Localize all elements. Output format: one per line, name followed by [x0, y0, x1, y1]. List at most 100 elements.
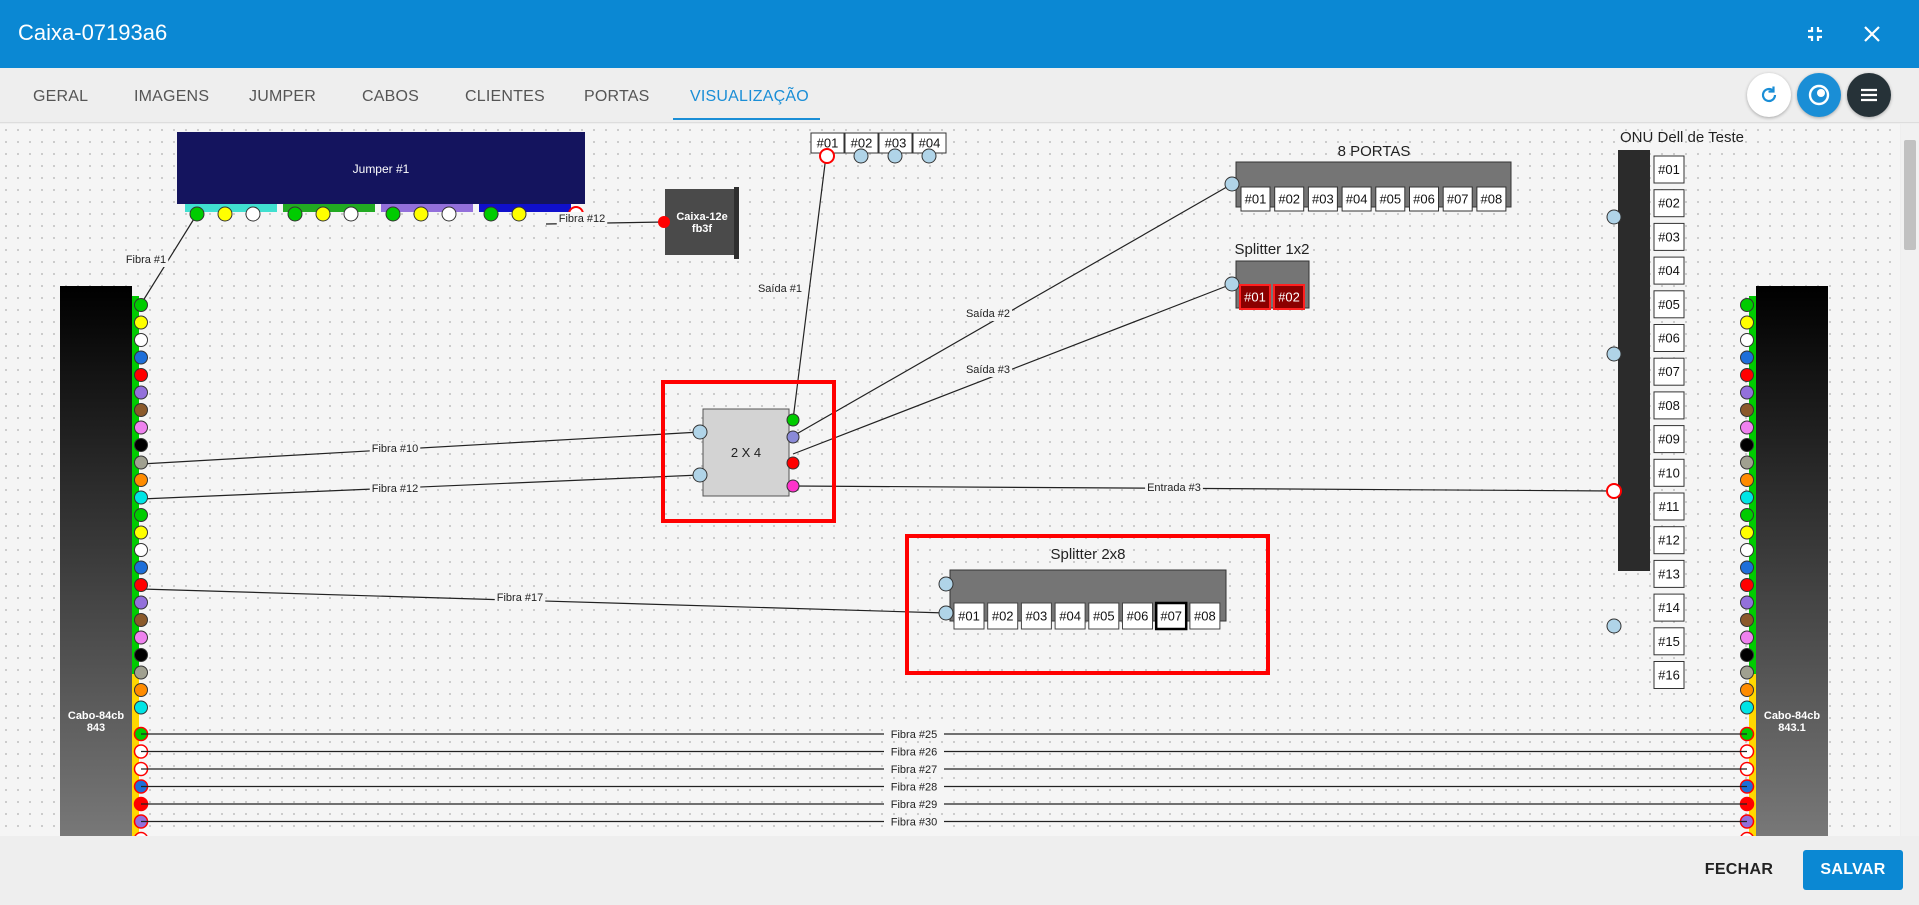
onu-port-14[interactable]: #14	[1653, 593, 1685, 622]
cable-fiber-connector[interactable]	[134, 648, 148, 662]
onu-port-11[interactable]: #11	[1653, 492, 1685, 521]
cable-fiber-connector[interactable]	[134, 368, 148, 382]
cable-fiber-connector[interactable]	[134, 420, 148, 435]
tab-portas[interactable]: PORTAS	[584, 88, 650, 105]
splitter28-port-4[interactable]: #04	[1054, 602, 1086, 630]
splitter28-port-1[interactable]: #01	[953, 602, 985, 630]
onu-port-7[interactable]: #07	[1653, 357, 1685, 386]
cable-fiber-connector[interactable]	[134, 525, 148, 540]
cable-fiber-connector[interactable]	[1740, 455, 1754, 470]
cable-fiber-connector[interactable]	[134, 490, 148, 505]
cable-right[interactable]: Cabo-84cb 843.1	[1739, 286, 1829, 836]
cable-fiber-connector[interactable]	[1740, 350, 1754, 365]
jumper-fiber-connector[interactable]	[245, 206, 261, 222]
scrollbar-thumb[interactable]	[1904, 140, 1916, 250]
onu-port-2[interactable]: #02	[1653, 189, 1685, 218]
onu-port-8[interactable]: #08	[1653, 391, 1685, 420]
tab-jumper[interactable]: JUMPER	[249, 88, 316, 105]
refresh-button[interactable]	[1747, 73, 1791, 117]
onu-port-1[interactable]: #01	[1653, 155, 1685, 184]
splitter28-port-3[interactable]: #03	[1020, 602, 1052, 630]
cable-fiber-connector[interactable]	[134, 350, 148, 365]
splitter12-port-1[interactable]: #01	[1239, 284, 1271, 310]
cable-fiber-connector[interactable]	[134, 438, 148, 452]
cable-fiber-connector[interactable]	[1740, 578, 1754, 592]
cable-fiber-connector[interactable]	[134, 385, 148, 400]
ports8-port-5[interactable]: #05	[1375, 186, 1406, 212]
save-button[interactable]: SALVAR	[1803, 850, 1903, 890]
jumper-block[interactable]: Jumper #1	[177, 132, 585, 222]
cable-fiber-connector[interactable]	[1740, 525, 1754, 540]
cable-fiber-connector[interactable]	[134, 560, 148, 575]
collapse-icon[interactable]	[1800, 19, 1830, 49]
splitter12-port-2[interactable]: #02	[1273, 284, 1305, 310]
cable-fiber-connector[interactable]	[1740, 560, 1754, 575]
cable-fiber-connector[interactable]	[1740, 543, 1754, 557]
tab-visualizacao[interactable]: VISUALIZAÇÃO	[690, 88, 809, 105]
cable-fiber-connector[interactable]	[134, 315, 148, 330]
cable-fiber-connector[interactable]	[1740, 700, 1754, 715]
jumper-fiber-connector[interactable]	[287, 206, 303, 222]
splitter28-port-5[interactable]: #05	[1088, 602, 1120, 630]
cable-fiber-connector[interactable]	[1740, 473, 1754, 487]
cable-fiber-connector[interactable]	[134, 455, 148, 470]
cable-fiber-connector[interactable]	[134, 333, 148, 347]
splitter28-port-6[interactable]: #06	[1122, 602, 1153, 630]
config-button[interactable]	[1797, 73, 1841, 117]
onu-port-15[interactable]: #15	[1653, 627, 1685, 656]
cable-fiber-connector[interactable]	[134, 543, 148, 557]
top-port-connector[interactable]	[819, 148, 835, 164]
cable-fiber-connector[interactable]	[1740, 490, 1754, 505]
cable-fiber-connector[interactable]	[134, 630, 148, 645]
cable-fiber-connector[interactable]	[134, 595, 148, 610]
ports8-port-3[interactable]: #03	[1307, 186, 1338, 212]
splitter28-port-7[interactable]: #07	[1154, 601, 1188, 631]
ports8-port-1[interactable]: #01	[1240, 186, 1271, 212]
cable-fiber-connector[interactable]	[1740, 438, 1754, 452]
ports8-port-8[interactable]: #08	[1476, 186, 1507, 212]
jumper-fiber-connector[interactable]	[441, 206, 457, 222]
onu-port-10[interactable]: #10	[1653, 458, 1685, 487]
cable-fiber-connector[interactable]	[134, 683, 148, 697]
cable-fiber-connector[interactable]	[1740, 315, 1754, 330]
cable-fiber-connector[interactable]	[134, 508, 148, 522]
cable-fiber-connector[interactable]	[134, 613, 148, 627]
ports8-port-2[interactable]: #02	[1274, 186, 1305, 212]
cable-fiber-connector[interactable]	[134, 665, 148, 680]
top-port-2[interactable]: #02	[844, 132, 879, 154]
splitter28-port-2[interactable]: #02	[987, 602, 1019, 630]
diagram-canvas[interactable]: Jumper #1 Fibra #1 Caixa-12e fb3f Fibra …	[0, 124, 1900, 836]
top-port-1[interactable]: #01	[810, 132, 845, 154]
splitter1x2-node[interactable]: Splitter 1x2 #01#02	[1224, 241, 1310, 310]
tab-cabos[interactable]: CABOS	[362, 88, 420, 105]
ports8-port-7[interactable]: #07	[1442, 186, 1473, 212]
onu-port-16[interactable]: #16	[1653, 661, 1685, 689]
tab-geral[interactable]: GERAL	[33, 88, 89, 105]
top-port-connector[interactable]	[887, 148, 903, 164]
cable-left[interactable]: Cabo-84cb 843	[60, 286, 149, 837]
vertical-scrollbar[interactable]	[1901, 124, 1919, 836]
cable-fiber-connector[interactable]	[1740, 683, 1754, 697]
cable-fiber-connector[interactable]	[134, 831, 148, 837]
cable-fiber-connector[interactable]	[134, 403, 148, 417]
cable-fiber-connector[interactable]	[1740, 648, 1754, 662]
jumper-fiber-connector[interactable]	[483, 206, 499, 222]
cable-fiber-connector[interactable]	[1740, 403, 1754, 417]
jumper-fiber-connector[interactable]	[189, 206, 205, 222]
onu-port-5[interactable]: #05	[1653, 290, 1685, 319]
cable-fiber-connector[interactable]	[134, 473, 148, 487]
cable-fiber-connector[interactable]	[1740, 613, 1754, 627]
close-icon[interactable]	[1857, 19, 1887, 49]
close-button[interactable]: FECHAR	[1704, 861, 1774, 878]
onu-port-6[interactable]: #06	[1653, 324, 1685, 352]
cable-fiber-connector[interactable]	[1740, 595, 1754, 610]
caixa-node[interactable]: Caixa-12e fb3f	[658, 187, 739, 259]
jumper-fiber-connector[interactable]	[511, 206, 527, 222]
splitter28-port-8[interactable]: #08	[1189, 602, 1221, 630]
cable-fiber-connector[interactable]	[1740, 508, 1754, 522]
cable-fiber-connector[interactable]	[1740, 665, 1754, 680]
top-port-3[interactable]: #03	[878, 132, 913, 154]
jumper-fiber-connector[interactable]	[315, 206, 331, 222]
onu-port-12[interactable]: #12	[1653, 526, 1685, 555]
cable-fiber-connector[interactable]	[1740, 420, 1754, 435]
